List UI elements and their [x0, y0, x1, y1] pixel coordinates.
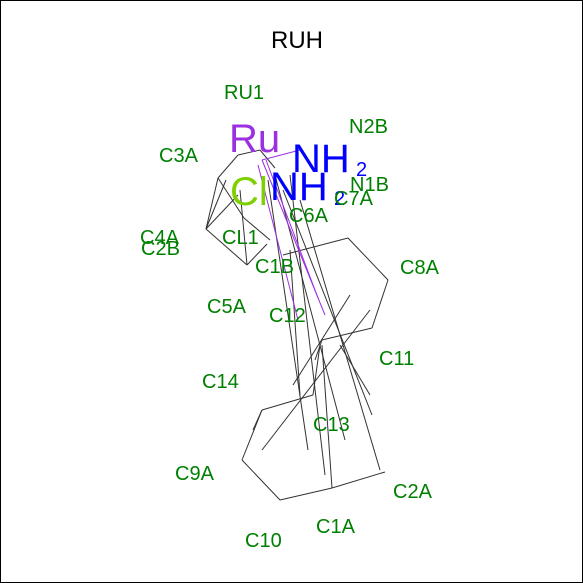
bond — [321, 344, 333, 489]
ru-bonds — [257, 149, 326, 321]
bond — [282, 237, 349, 256]
bond — [237, 149, 261, 156]
nh2-top-subscript: 2 — [356, 159, 367, 181]
bond — [331, 471, 386, 489]
bond — [243, 217, 271, 241]
nh2-bottom-symbol: NH — [270, 165, 328, 209]
atom-label-cl1: CL1 — [222, 227, 259, 249]
bond — [241, 459, 281, 501]
atom-label-c9a: C9A — [175, 463, 215, 485]
atom-label-c1a: C1A — [316, 516, 356, 538]
bond — [261, 309, 371, 451]
atom-labels: RU1 N2B C3A N1B C7A C6A C4A C2B CL1 C1B … — [140, 82, 440, 552]
atom-label-c2b: C2B — [141, 238, 180, 260]
atom-label-c13: C13 — [313, 414, 350, 436]
bond — [282, 189, 373, 416]
bond — [205, 228, 248, 266]
bond — [239, 189, 248, 266]
bond — [321, 327, 373, 341]
atom-label-ru1: RU1 — [224, 82, 264, 104]
bond — [261, 394, 314, 411]
nh2-bottom-subscript: 2 — [334, 188, 345, 210]
atom-label-c12: C12 — [269, 305, 306, 327]
atom-label-c1b: C1B — [255, 256, 294, 278]
atom-label-c8a: C8A — [400, 257, 440, 279]
bond — [246, 243, 268, 266]
atom-label-n1b: N1B — [350, 174, 389, 196]
bond — [347, 237, 389, 281]
bond — [267, 179, 309, 451]
diagram-title: RUH — [271, 27, 323, 54]
bond — [339, 344, 371, 396]
atom-label-c2a: C2A — [393, 481, 433, 503]
ru-bond — [261, 149, 301, 161]
bond — [205, 179, 227, 230]
bond — [279, 487, 333, 501]
bond — [217, 177, 245, 219]
atom-label-c10: C10 — [245, 530, 282, 552]
ru-bond — [257, 164, 299, 321]
bond — [205, 177, 219, 230]
ruthenium-symbol: Ru — [229, 117, 280, 161]
bond — [289, 174, 326, 476]
bond — [292, 294, 351, 386]
atom-label-c7a: C7A — [334, 188, 374, 210]
bond — [314, 339, 323, 361]
atom-label-c6a: C6A — [289, 205, 329, 227]
bond — [274, 174, 346, 441]
chlorine-symbol: Cl — [230, 170, 268, 214]
atom-label-c14: C14 — [202, 371, 239, 393]
atom-label-n2b: N2B — [349, 116, 388, 138]
bond — [252, 409, 263, 431]
atom-label-c3a: C3A — [159, 145, 199, 167]
atom-label-c4a: C4A — [140, 227, 180, 249]
bond — [312, 344, 321, 396]
bond — [371, 279, 389, 329]
nh2-top-symbol: NH — [292, 137, 350, 181]
ru-bond — [265, 159, 319, 299]
atom-label-c11: C11 — [379, 348, 414, 370]
atom-label-c5a: C5A — [207, 296, 247, 318]
bond — [289, 249, 301, 396]
bond-network — [205, 149, 389, 501]
bond — [217, 154, 239, 179]
bond — [299, 199, 381, 471]
